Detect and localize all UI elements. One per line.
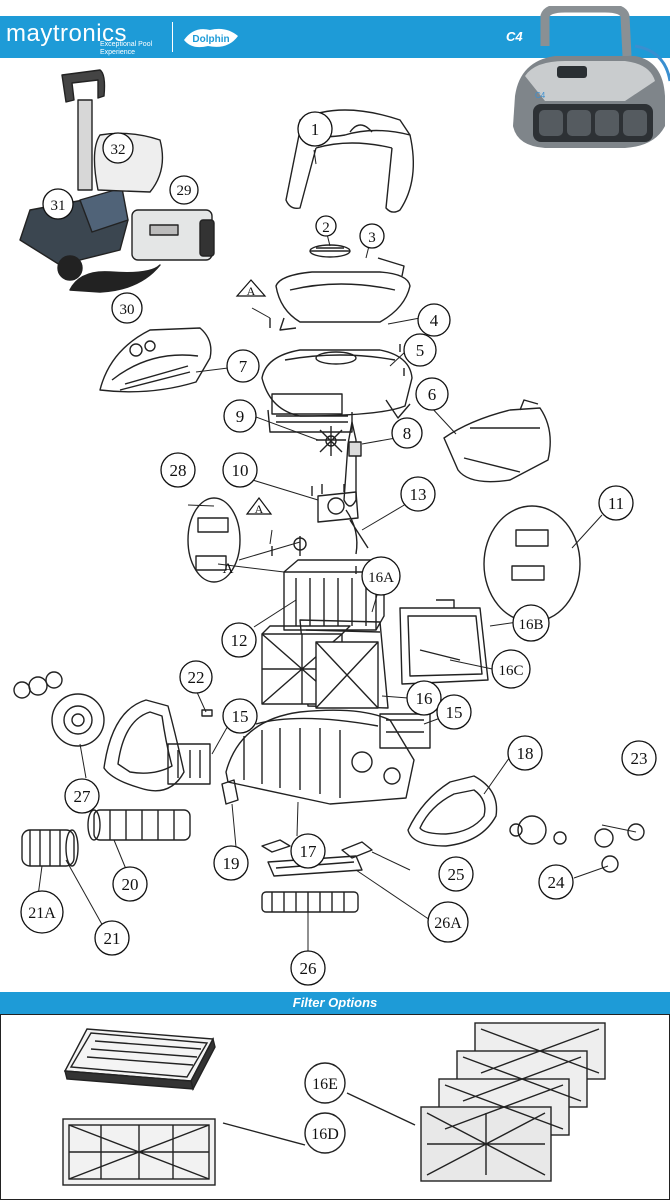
callout-6: 6 xyxy=(428,385,437,404)
filter-fine-stack xyxy=(63,1028,216,1091)
callout-16b: 16B xyxy=(518,617,543,633)
power-cable xyxy=(69,264,161,293)
robot-photo: C4 xyxy=(513,6,670,148)
part-shaft xyxy=(343,421,362,507)
model-name: C4 xyxy=(506,29,523,44)
power-supply xyxy=(131,209,215,261)
callout-16a: 16A xyxy=(368,570,394,586)
exploded-parts-diagram: 1 2 3 4 5 6 7 8 9 10 11 12 13 15 15 16 1… xyxy=(13,69,657,986)
filter-options-drawing: 16E 16D xyxy=(62,1022,606,1186)
callout-21: 21 xyxy=(104,929,121,948)
part-wing-right xyxy=(341,841,373,859)
callout-a-low: A xyxy=(223,561,234,577)
part-chassis xyxy=(225,709,415,805)
brand-tagline: Exceptional Pool Experience xyxy=(100,41,153,56)
callout-7: 7 xyxy=(239,357,248,376)
callout-29: 29 xyxy=(177,183,192,199)
callouts: 1 2 3 4 5 6 7 8 9 10 11 12 13 15 15 16 1… xyxy=(20,111,657,986)
callout-21a: 21A xyxy=(28,905,56,922)
header-bar: maytronics Exceptional Pool Experience D… xyxy=(0,16,670,58)
callout-25: 25 xyxy=(448,865,465,884)
callout-16: 16 xyxy=(416,689,433,708)
filter-ultrafine-panel xyxy=(62,1118,216,1186)
part-upper-body xyxy=(261,349,413,433)
callout-1: 1 xyxy=(311,120,320,139)
callout-20: 20 xyxy=(122,875,139,894)
callout-16e: 16E xyxy=(312,1076,338,1093)
callout-16d: 16D xyxy=(311,1126,339,1143)
callout-11: 11 xyxy=(608,494,624,513)
callout-26: 26 xyxy=(300,959,317,978)
callout-19: 19 xyxy=(223,854,240,873)
part-side-panel-left xyxy=(99,327,212,393)
callout-1-circle xyxy=(297,111,333,147)
part-brush-axle xyxy=(87,809,191,841)
callout-27: 27 xyxy=(74,787,92,806)
filter-options-title: Filter Options xyxy=(0,992,670,1014)
part-filter-panel xyxy=(399,599,489,685)
part-brush-roller xyxy=(261,891,359,913)
leader-lines xyxy=(37,149,637,962)
part-filter-clip-left xyxy=(167,743,211,785)
callout-5: 5 xyxy=(416,341,425,360)
part-bearings-left xyxy=(13,671,63,699)
caddy-cart xyxy=(19,69,129,281)
part-side-panel-right xyxy=(443,399,551,483)
part-wheel xyxy=(51,693,105,747)
filter-stack-4 xyxy=(420,1022,606,1182)
callout-18: 18 xyxy=(517,744,534,763)
callout-31: 31 xyxy=(51,198,66,214)
callout-12: 12 xyxy=(231,631,248,650)
part-track-right xyxy=(407,775,498,847)
part-bracket xyxy=(345,509,369,555)
svg-text:C4: C4 xyxy=(535,91,546,100)
part-latch xyxy=(221,779,239,805)
callout-26a: 26A xyxy=(434,915,462,932)
part-brush xyxy=(21,829,79,867)
callout-a-top: A xyxy=(247,284,256,298)
leader-16e xyxy=(346,1092,416,1126)
callout-32: 32 xyxy=(111,142,126,158)
part-28-circle xyxy=(187,497,241,583)
filter-options-panel: 16E 16D xyxy=(0,1014,670,1200)
callout-30: 30 xyxy=(120,302,135,318)
callout-28: 28 xyxy=(170,461,187,480)
leader-16d xyxy=(222,1122,306,1146)
part-filters xyxy=(261,625,379,709)
part-track-left xyxy=(103,699,185,792)
callout-10: 10 xyxy=(232,461,249,480)
callout-9: 9 xyxy=(236,407,245,426)
callout-15-left: 15 xyxy=(232,707,249,726)
brand-name: maytronics xyxy=(6,20,128,47)
callout-15-right: 15 xyxy=(446,703,463,722)
callout-17: 17 xyxy=(300,842,318,861)
callout-2: 2 xyxy=(322,220,330,236)
header-divider xyxy=(172,22,173,52)
part-impeller xyxy=(316,426,346,456)
dolphin-logo: Dolphin xyxy=(184,28,238,48)
callout-3: 3 xyxy=(368,230,376,246)
callout-22: 22 xyxy=(188,668,205,687)
callout-23: 23 xyxy=(631,749,648,768)
callout-24: 24 xyxy=(548,873,566,892)
callout-4: 4 xyxy=(430,311,439,330)
part-top-cover xyxy=(275,257,411,331)
part-handle xyxy=(285,109,415,213)
logo-text: Dolphin xyxy=(192,34,229,45)
part-bearings-right xyxy=(509,815,645,873)
part-motor-mount xyxy=(317,491,359,523)
callout-a-mid: A xyxy=(255,502,264,516)
callout-16c: 16C xyxy=(498,663,523,679)
part-pin xyxy=(201,709,213,717)
callout-8: 8 xyxy=(403,424,412,443)
callout-13: 13 xyxy=(410,485,427,504)
part-wing-left xyxy=(261,839,291,853)
